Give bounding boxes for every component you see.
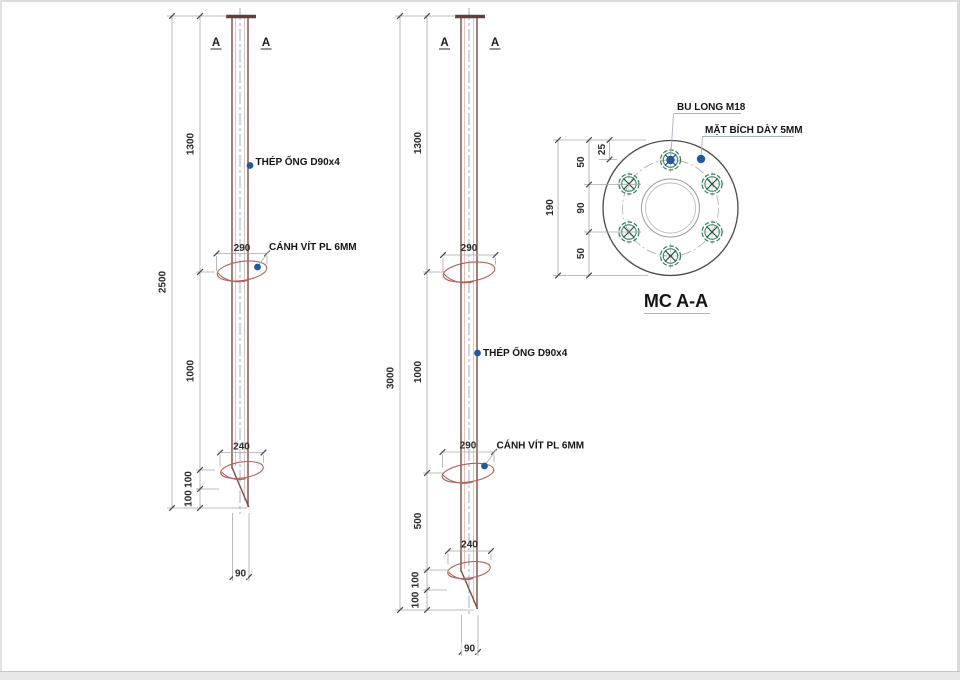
- leader-dot: [254, 263, 261, 271]
- dim-seg3: 100: [184, 471, 195, 488]
- leader-dot: [666, 155, 675, 165]
- tip-bevel: [460, 570, 479, 610]
- dim-seg3: 500: [413, 512, 424, 529]
- dim-offset: 25: [597, 144, 608, 156]
- bolt-spec-label: BU LONG M18: [677, 102, 746, 113]
- page-edge-top: [0, 0, 960, 2]
- tip-bevel: [231, 467, 250, 508]
- helix-blade-lower: [220, 460, 264, 481]
- dim-tip-width: 90: [235, 569, 247, 580]
- page-edge-right: [957, 0, 960, 680]
- dim-overall: 190: [545, 199, 556, 216]
- pipe-inner-circle: [645, 182, 696, 234]
- dim-helix2: 290: [460, 441, 477, 452]
- pile-elevation-middle: A A: [386, 8, 585, 656]
- dim-seg1: 1300: [413, 131, 424, 154]
- dim-seg2: 1000: [413, 360, 424, 383]
- section-marker-right: A: [491, 37, 499, 49]
- leader-dot: [474, 349, 481, 357]
- dim-seg4: 100: [184, 490, 195, 507]
- flange-spec-label: MẶT BÍCH DÀY 5MM: [705, 123, 803, 136]
- dim-seg1: 1300: [186, 132, 197, 155]
- pipe-spec-label: THÉP ỐNG D90x4: [256, 154, 341, 168]
- helix-blade-upper: [216, 260, 268, 283]
- leader-dot: [246, 162, 254, 169]
- bolt: [615, 170, 643, 198]
- bolt: [656, 242, 685, 270]
- dim-top: 50: [576, 156, 587, 168]
- leader-dot: [696, 154, 706, 164]
- helix-blade-upper: [442, 261, 496, 284]
- dim-seg5: 100: [411, 591, 422, 608]
- bolt: [698, 170, 726, 198]
- dim-helix1: 290: [461, 243, 478, 254]
- dim-total: 3000: [386, 366, 397, 389]
- helix-blade-lower: [447, 560, 491, 581]
- flange-section-view: 190 50 90 50 25 BU LONG M18 MẶT BÍCH DÀY…: [545, 102, 803, 314]
- page-edge-left: [0, 0, 2, 680]
- bolt-circle: [622, 159, 719, 257]
- helix-blade-middle: [441, 462, 495, 484]
- leader-dot: [481, 462, 488, 470]
- dim-helix2: 240: [233, 442, 250, 453]
- pile-elevation-left: A A: [158, 8, 357, 581]
- dim-total: 2500: [158, 270, 169, 293]
- dim-helix1: 290: [234, 243, 251, 254]
- section-marker-left: A: [440, 37, 448, 49]
- section-title: MC A-A: [644, 291, 708, 311]
- dim-bottom: 50: [576, 248, 587, 260]
- section-marker-right: A: [262, 37, 270, 49]
- helix-spec-label: CÁNH VÍT PL 6MM: [269, 240, 357, 253]
- helix-spec-label: CÁNH VÍT PL 6MM: [497, 439, 585, 452]
- bolt: [698, 218, 726, 246]
- pipe-outer-circle: [641, 178, 700, 238]
- dim-seg2: 1000: [186, 359, 197, 382]
- dim-helix3: 240: [461, 540, 478, 551]
- section-marker-left: A: [212, 37, 220, 49]
- page-edge-bottom: [0, 671, 960, 680]
- dim-seg4: 100: [411, 571, 422, 588]
- dim-tip-width: 90: [464, 644, 476, 655]
- flange-outline: [602, 139, 739, 277]
- dim-middle: 90: [576, 202, 587, 214]
- pipe-spec-label: THÉP ỐNG D90x4: [483, 345, 568, 359]
